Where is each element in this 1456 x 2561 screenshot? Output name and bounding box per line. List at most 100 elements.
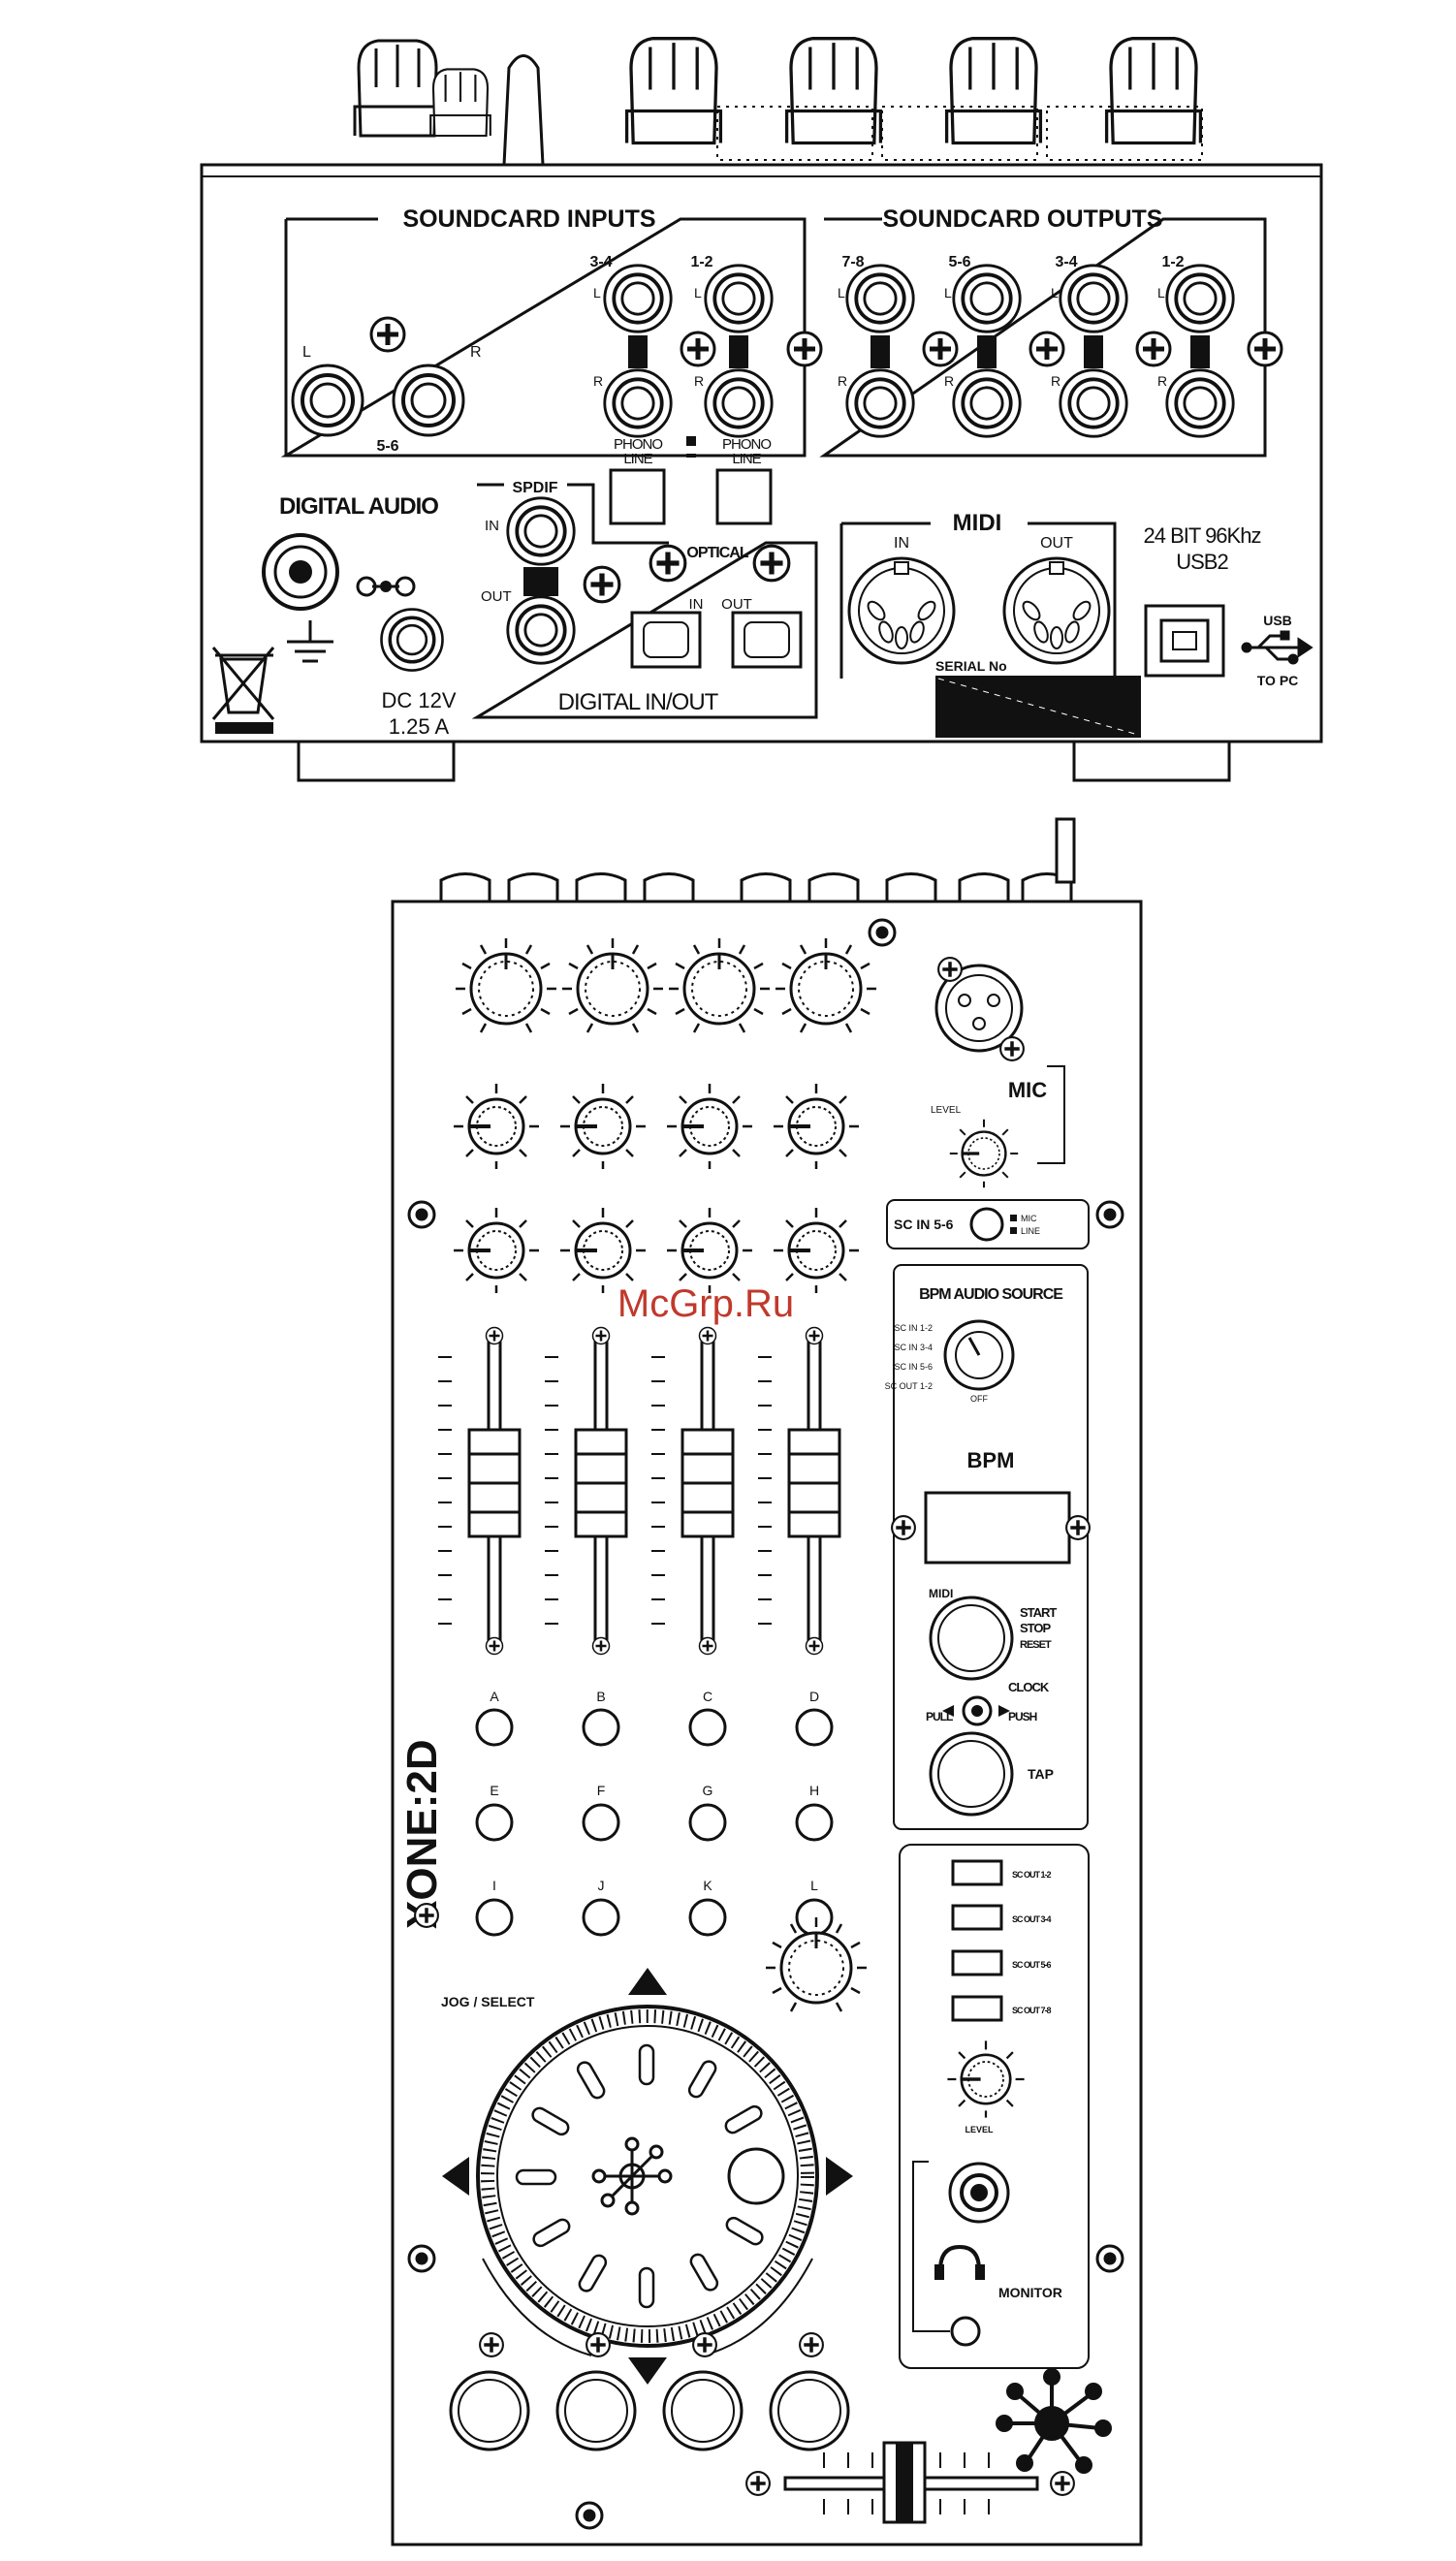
clock-pull-push-knob[interactable] [942, 1695, 1010, 1726]
bpm-source-selector[interactable] [943, 1319, 1015, 1391]
top-panel: McGrp.Ru [391, 817, 1143, 2546]
letter-buttons: A B C D E F G H I J K L [475, 1689, 834, 1937]
usb-label: USB [1263, 613, 1292, 628]
bpm-section: BPM AUDIO SOURCE SC IN 1-2 SC IN 3-4 SC … [885, 1264, 1092, 1830]
bit-rate-label: 24 BIT 96Khz [1144, 523, 1261, 548]
monitor-indicator-button[interactable] [950, 2316, 981, 2347]
button-d[interactable] [795, 1708, 834, 1747]
phono-line-switch[interactable] [609, 468, 666, 525]
optical-out-label: OUT [721, 596, 752, 613]
right-label: R [1157, 373, 1167, 389]
digital-inout-group: SPDIF OPTICAL IN OUT IN OUT DIGITAL IN/O… [471, 480, 818, 719]
optical-out-port[interactable] [731, 611, 803, 669]
fader-1[interactable] [438, 1326, 522, 1656]
mic-line-bottom: LINE [1021, 1226, 1040, 1236]
fader-3[interactable] [651, 1326, 735, 1656]
button-k[interactable] [688, 1898, 727, 1937]
button-letter: D [809, 1689, 819, 1704]
button-g[interactable] [688, 1803, 727, 1842]
spdif-in-jack[interactable] [505, 495, 577, 567]
rca-jack-icon [703, 367, 775, 439]
sc-out-12-button[interactable] [951, 1859, 1003, 1886]
spdif-label: SPDIF [512, 480, 557, 496]
mic-xlr-input[interactable] [934, 964, 1024, 1053]
tap-button[interactable] [929, 1731, 1014, 1817]
digital-audio-connector[interactable] [262, 533, 339, 611]
button-letter: F [597, 1783, 606, 1798]
midi-in-port[interactable] [847, 556, 956, 665]
rca-jack-icon [602, 263, 674, 334]
polarity-icon [356, 576, 416, 597]
screw-icon [788, 332, 821, 365]
pull-label: PULL [926, 1710, 953, 1723]
bpm-source-option: SC IN 5-6 [894, 1362, 933, 1372]
sc-out-34-button[interactable] [951, 1904, 1003, 1931]
headphone-jack[interactable] [948, 2162, 1010, 2224]
arrow-down-icon[interactable] [628, 2357, 667, 2385]
button-e[interactable] [475, 1803, 514, 1842]
start-label: START [1020, 1605, 1057, 1620]
button-l[interactable] [795, 1898, 834, 1937]
jog-finger-dimple [727, 2147, 785, 2205]
sc-out-78-button[interactable] [951, 1995, 1003, 2022]
button-c[interactable] [688, 1708, 727, 1747]
rca-jack-icon [291, 364, 364, 437]
left-label: L [944, 285, 952, 300]
sc-out-label: SC OUT 3-4 [1012, 1914, 1052, 1924]
soundcard-inputs-title: SOUNDCARD INPUTS [402, 206, 655, 233]
bpm-label: BPM [967, 1448, 1015, 1472]
sc-out-56-button[interactable] [951, 1949, 1003, 1976]
right-label: R [470, 344, 482, 361]
sc-in-56-button[interactable] [969, 1207, 1004, 1242]
arrow-right-icon[interactable] [826, 2157, 853, 2196]
button-i[interactable] [475, 1898, 514, 1937]
bpm-source-option: SC IN 3-4 [894, 1343, 933, 1352]
digital-inout-label: DIGITAL IN/OUT [558, 689, 719, 715]
right-label: R [593, 373, 603, 389]
midi-label: MIDI [953, 510, 1002, 536]
start-stop-button[interactable] [929, 1596, 1014, 1681]
jog-hub-icon [591, 2136, 673, 2216]
pad-button[interactable] [555, 2370, 637, 2451]
button-b[interactable] [582, 1708, 620, 1747]
channel-faders [438, 1326, 841, 1656]
arrow-left-icon[interactable] [442, 2157, 469, 2196]
sc-in-56-section: SC IN 5-6 MIC LINE [886, 1199, 1090, 1249]
dc-power-jack[interactable] [379, 607, 445, 673]
right-label: R [838, 373, 847, 389]
button-a[interactable] [475, 1708, 514, 1747]
button-letter: B [596, 1689, 605, 1704]
rca-jack-icon [1058, 263, 1129, 334]
jog-wheel[interactable] [442, 1968, 853, 2385]
fader-2[interactable] [545, 1326, 628, 1656]
watermark-text: McGrp.Ru [617, 1282, 794, 1325]
usb-icon [1241, 630, 1314, 665]
midi-group: MIDI IN OUT [839, 510, 1117, 679]
screw-icon [650, 546, 685, 581]
spdif-out-jack[interactable] [505, 594, 577, 666]
pad-button[interactable] [449, 2370, 530, 2451]
soundcard-inputs-group: SOUNDCARD INPUTS 3-4 1-2 L R 5-6 L L R R… [280, 206, 821, 525]
optical-in-port[interactable] [630, 611, 702, 669]
screw-icon [998, 1035, 1026, 1062]
left-label: L [838, 285, 845, 300]
pad-button[interactable] [769, 2370, 850, 2451]
arrow-up-icon[interactable] [628, 1968, 667, 1995]
fader-4[interactable] [758, 1326, 841, 1656]
crossfader[interactable] [744, 2441, 1076, 2524]
screw-icon [1064, 1514, 1092, 1541]
input-56-label: 5-6 [376, 438, 398, 455]
pad-button[interactable] [662, 2370, 744, 2451]
button-f[interactable] [582, 1803, 620, 1842]
right-label: R [694, 373, 704, 389]
ground-icon [287, 620, 333, 663]
midi-out-port[interactable] [1002, 556, 1111, 665]
screw-icon [1249, 332, 1282, 365]
usb-port[interactable] [1144, 604, 1225, 678]
bpm-source-option: SC OUT 1-2 [885, 1381, 933, 1391]
phono-line-switch[interactable] [715, 468, 773, 525]
rca-jack-icon [703, 263, 775, 334]
button-j[interactable] [582, 1898, 620, 1937]
left-label: L [593, 285, 601, 300]
button-h[interactable] [795, 1803, 834, 1842]
